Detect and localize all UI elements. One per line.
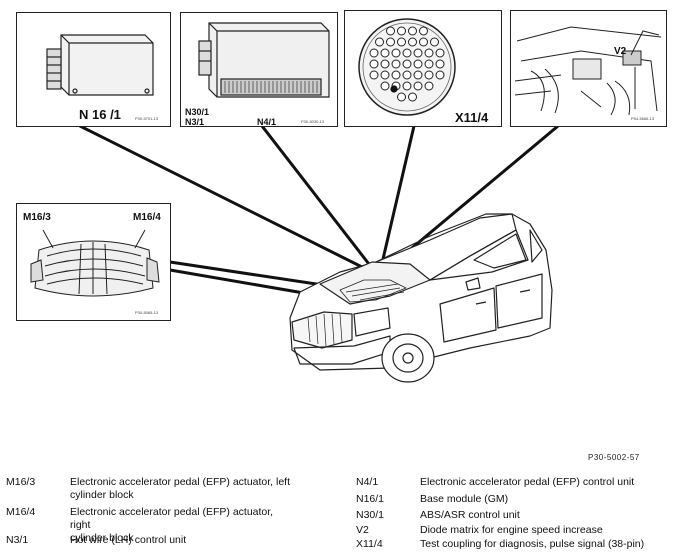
legend-desc: ABS/ASR control unit [420,509,520,521]
legend-desc-line: Electronic accelerator pedal (EFP) actua… [70,476,291,488]
legend-item: N16/1 Base module (GM) [356,493,679,506]
legend-item: N4/1 Electronic accelerator pedal (EFP) … [356,476,679,489]
connector-pin [386,37,395,47]
connector-pin [386,26,395,36]
legend-code: N30/1 [356,509,385,521]
connector-pin [375,37,384,47]
legend-desc: Base module (GM) [420,493,509,505]
connector-pin [408,92,417,102]
connector-pin [424,81,434,91]
connector-pin [380,48,390,58]
connector-pin [369,59,379,69]
legend-code: V2 [356,524,369,536]
legend-desc-line: Hot wire (LH) control unit [70,534,187,546]
car-illustration [289,213,553,383]
panel-v2: V2 P54-5666-13 [510,10,667,127]
legend-item: M16/4 Electronic accelerator pedal (EFP)… [6,506,295,545]
leader-n4-1 [260,124,374,270]
legend-code: X11/4 [356,538,383,550]
engine-drawing [30,229,160,297]
panel-label-x11-4: X11/4 [455,110,489,125]
connector-pin [402,70,412,80]
legend-code: M16/4 [6,506,36,518]
connector-pin [413,48,423,58]
legend-desc: Electronic accelerator pedal (EFP) contr… [420,476,635,488]
connector-pin [424,70,434,80]
connector-pin [397,37,406,47]
panel-label-n4-1: N4/1 [257,117,277,127]
legend-code: N4/1 [356,476,379,488]
legend-desc-line: Electronic accelerator pedal (EFP) actua… [70,506,274,531]
connector-pin [408,26,417,36]
connector-pin [413,70,423,80]
connector-pin [435,48,445,58]
legend-item: M16/3 Electronic accelerator pedal (EFP)… [6,476,295,502]
connector-pin [397,92,406,102]
legend-item: N3/1 Hot wire (LH) control unit [6,534,295,547]
panel-label-n30-1: N30/1 [185,107,210,117]
connector-pin [402,48,412,58]
connector-pin [402,81,412,91]
panel-label-m16-3: M16/3 [23,212,51,223]
connector-pin [424,59,434,69]
legend-code: N16/1 [356,493,385,505]
panel-label-n3-1: N3/1 [185,117,205,127]
connector-pin [413,59,423,69]
test-coupling-drawing [358,18,456,116]
connector-pin [435,70,445,80]
legend-code: M16/3 [6,476,36,488]
connector-pin [397,26,406,36]
connector-pin [419,37,428,47]
connector-pin [380,70,390,80]
legend-item: X11/4 Test coupling for diagnosis, pulse… [356,538,679,551]
legend-code: N3/1 [6,534,29,546]
panel-code-n4-1: P30-5030-13 [301,119,325,124]
base-module-drawing [46,34,154,96]
legend-desc: Electronic accelerator pedal (EFP) actua… [70,476,295,502]
connector-pin [408,37,417,47]
panel-label-v2: V2 [614,46,627,57]
legend-item: N30/1 ABS/ASR control unit [356,509,679,522]
reference-code: P30-5002-57 [588,453,640,462]
legend-desc-line: cylinder block [70,532,134,544]
connector-pin [413,81,423,91]
panel-label-m16-4: M16/4 [133,212,161,223]
connector-pin [391,59,401,69]
panel-n4-1: N30/1 N3/1 N4/1 P30-5030-13 [180,12,338,127]
connector-pin [419,26,428,36]
legend-desc: Electronic accelerator pedal (EFP) actua… [70,506,295,545]
connector-pin [435,59,445,69]
connector-pin [402,59,412,69]
diode-matrix-drawing [514,26,662,116]
leader-n16-1 [78,124,366,270]
panel-label-n16-1: N 16 /1 [79,107,121,122]
connector-pin [369,70,379,80]
connector-pin [380,59,390,69]
legend-desc: Diode matrix for engine speed increase [420,524,603,536]
control-unit-drawing [198,22,330,98]
connector-pin [430,37,439,47]
panel-n16-1: N 16 /1 P30-5701-13 [16,12,171,127]
connector-pin [380,81,390,91]
legend-desc-line: cylinder block [70,489,134,501]
panel-code-n16-1: P30-5701-13 [135,116,159,121]
legend-desc: Test coupling for diagnosis, pulse signa… [420,538,645,550]
marker-pin [390,85,398,93]
panel-code-engine: P30-5065-13 [135,310,159,315]
connector-pin [424,48,434,58]
connector-pin [391,48,401,58]
legend-item: V2 Diode matrix for engine speed increas… [356,524,679,537]
connector-pin [369,48,379,58]
connector-pin [391,70,401,80]
panel-code-v2: P54-5666-13 [631,116,655,121]
leader-x11-4 [378,124,416,274]
panel-engine: M16/3 M16/4 P30-5065-13 [16,203,171,321]
panel-x11-4: X11/4 [344,10,502,127]
